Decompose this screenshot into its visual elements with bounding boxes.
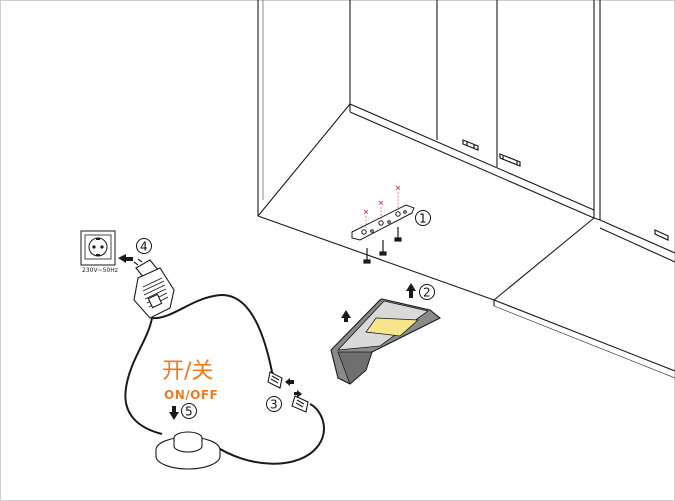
screw-mark-3: × [395,184,401,192]
step-5-number: 5 [185,405,193,419]
step-4-marker: 4 [137,239,152,254]
step-1-number: 1 [419,212,427,226]
step-4-number: 4 [140,240,148,254]
switch-label-onoff: ON/OFF [164,388,218,402]
step-5-marker: 5 [182,404,197,419]
screw-mark-2: × [378,199,384,207]
step-3-number: 3 [270,398,278,412]
step-3-marker: 3 [267,397,282,412]
wall-socket-icon: 230V~50Hz [81,231,118,274]
step-2-number: 2 [423,286,431,300]
step-1-marker: 1 [416,211,431,226]
switch-label-chinese: 开/关 [162,359,213,384]
step-2-marker: 2 [420,285,435,300]
screw-mark-1: × [363,208,369,216]
socket-rating-label: 230V~50Hz [82,267,118,274]
